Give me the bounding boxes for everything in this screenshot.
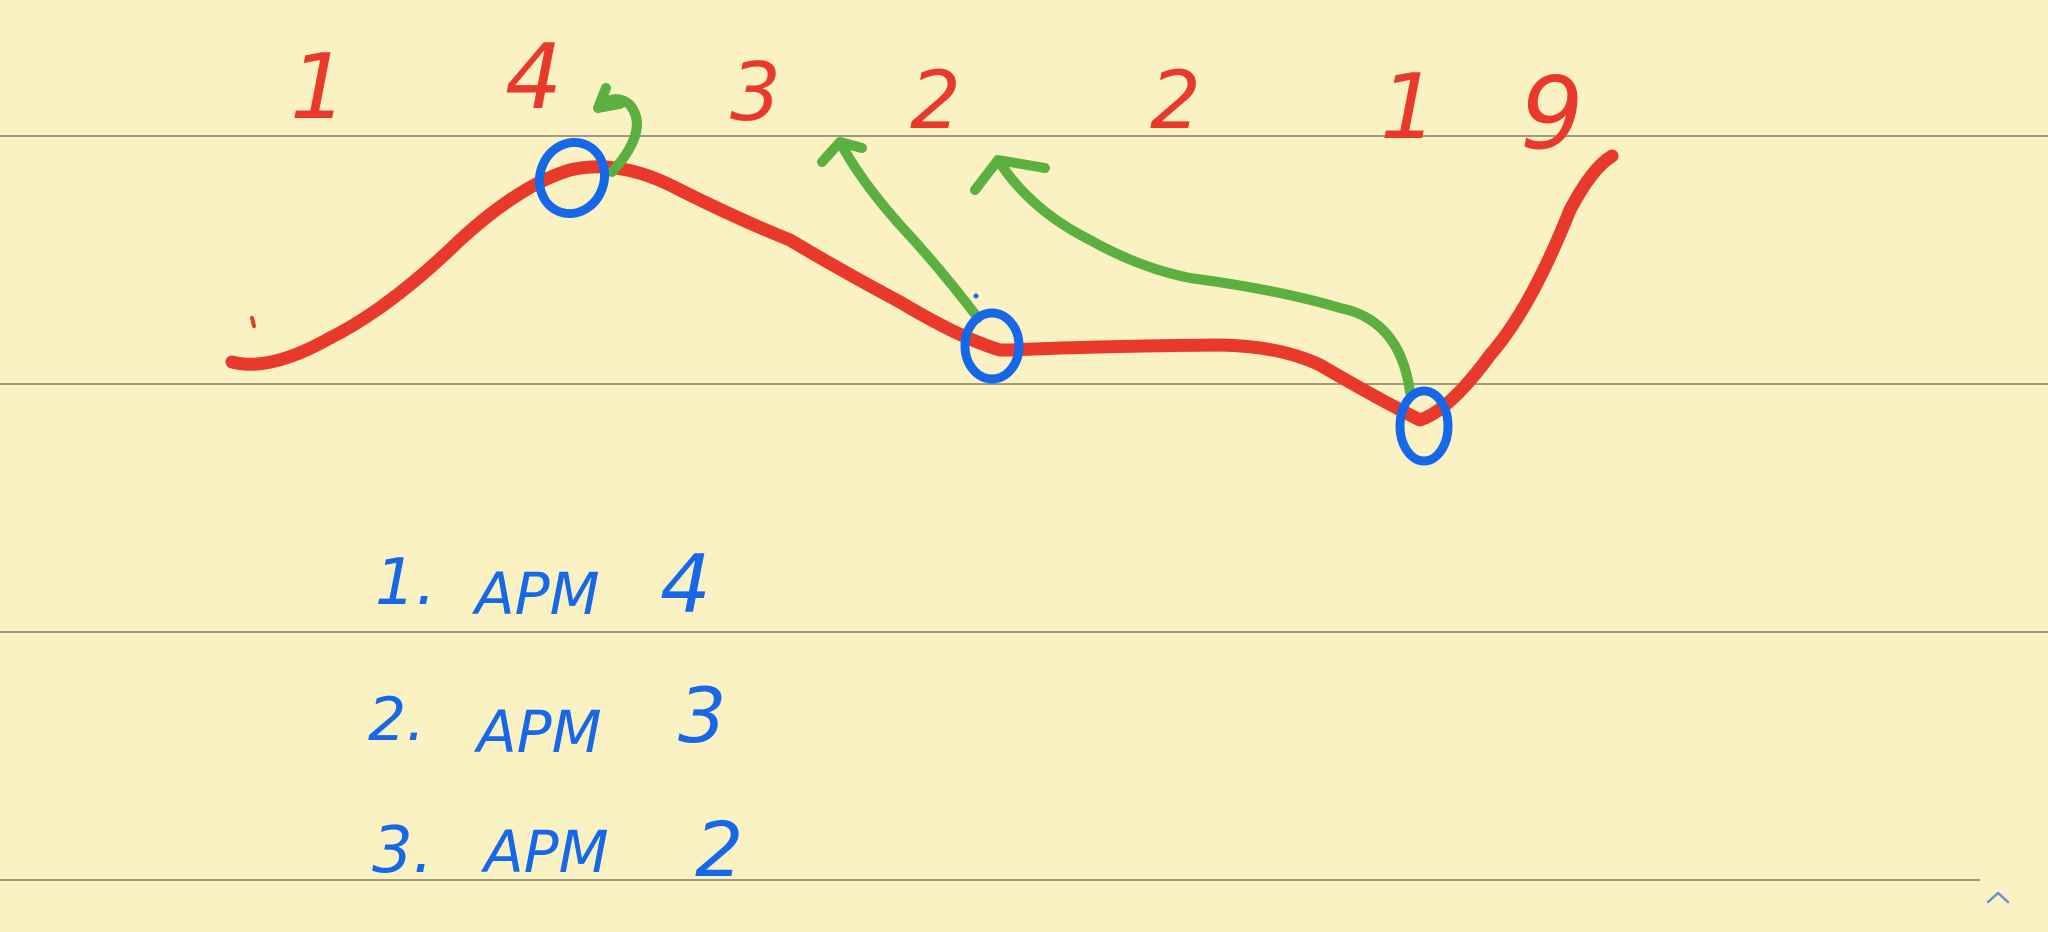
green-arrows <box>593 83 1415 397</box>
note-value: 4 <box>660 538 711 631</box>
arrow-head <box>817 137 867 167</box>
sequence-number: 2 <box>1150 54 1201 147</box>
arrow-loop <box>593 94 642 177</box>
value-curve <box>225 149 1619 427</box>
ruled-lines <box>0 135 2048 881</box>
note-value: 2 <box>695 805 743 894</box>
sequence-numbers: 1 4 3 2 2 1 9 <box>290 25 1584 172</box>
curve-start-mark <box>250 316 256 328</box>
arrow-to-4 <box>835 137 983 323</box>
note-word: APM <box>480 818 609 886</box>
note-word: APM <box>471 560 600 628</box>
ink-dot <box>973 293 979 299</box>
circle-marker <box>960 308 1024 384</box>
sequence-number: 3 <box>730 46 781 139</box>
arrow-to-3 <box>993 155 1415 397</box>
sequence-number: 2 <box>910 54 961 147</box>
sequence-number: 1 <box>1380 55 1437 160</box>
note-index: 1. <box>375 546 436 620</box>
arrow-head <box>593 83 625 113</box>
sequence-number: 4 <box>505 25 562 130</box>
note-word: APM <box>473 698 602 766</box>
blue-circles <box>535 137 1453 466</box>
arrow-head <box>970 155 1050 195</box>
scroll-up-button[interactable] <box>1984 884 2012 912</box>
notes-list: 1. APM 4 2. APM 3 3. APM 2 <box>368 538 743 894</box>
note-index: 2. <box>368 685 425 755</box>
note-index: 3. <box>372 814 433 888</box>
chevron-up-icon <box>1986 891 2010 904</box>
circle-marker <box>535 137 609 219</box>
sequence-number: 9 <box>1520 55 1584 172</box>
circle-marker <box>1395 386 1453 466</box>
note-value: 3 <box>678 671 726 760</box>
sequence-number: 1 <box>290 35 347 140</box>
